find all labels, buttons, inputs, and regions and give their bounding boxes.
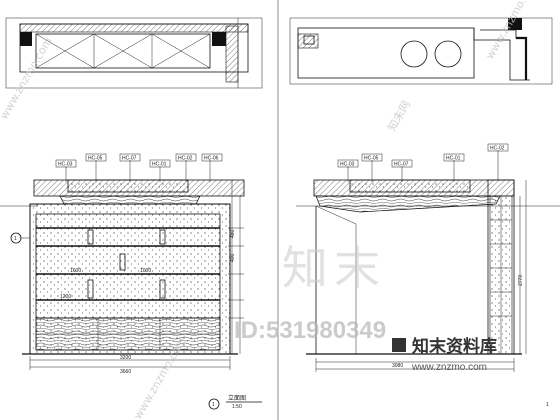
tag-label: HC-02: [490, 146, 505, 152]
watermark-big-text: 知末: [282, 241, 386, 295]
tag-label: HC-01: [152, 162, 167, 168]
watermark-diagonal-left: www.znzmo.com: [0, 35, 55, 121]
inner-dim-label: 480: [230, 229, 236, 238]
tag-label: HC-07: [122, 156, 137, 162]
top-left-plan: [5, 17, 263, 89]
tag-label: HC-05: [364, 156, 379, 162]
watermark-diagonal-top: www.znzmo.com: [483, 0, 540, 62]
brand-logo: 知末资料库 www.znzmo.com: [392, 336, 542, 382]
right-title-marker: 1: [546, 402, 549, 408]
tag-label: HC-05: [88, 156, 103, 162]
tag-label: HC-06: [204, 156, 219, 162]
top-right-plan: [289, 17, 553, 85]
left-dim-outer: 3660: [120, 369, 131, 375]
left-elevation: [10, 179, 245, 370]
tag-label: HC-01: [446, 156, 461, 162]
brand-logo-mark: [392, 338, 406, 352]
right-tag-leaders: [347, 150, 499, 182]
drawing-title-block: 1 立面图 1:50 1: [208, 394, 549, 410]
section-marker-number: 1: [14, 236, 17, 242]
tag-label: HC-03: [58, 162, 73, 168]
tag-labels-right: HC-03 HC-05 HC-07 HC-01 HC-02: [337, 143, 509, 168]
watermark-stamp-text: 知末网: [384, 98, 413, 134]
right-elevation: [306, 179, 527, 372]
drawing-title: 立面图: [228, 394, 246, 402]
drawing-scale: 1:50: [232, 404, 242, 410]
inner-dim-label: 1000: [140, 268, 151, 274]
right-dim-height: 2770: [518, 275, 524, 286]
right-dim-bottom: 3080: [392, 363, 403, 369]
left-dim-inner: 3200: [120, 355, 131, 361]
inner-dim-label: 400: [230, 253, 236, 262]
brand-name: 知末资料库: [411, 336, 497, 357]
brand-logo-graphic: 知末资料库 www.znzmo.com: [392, 336, 497, 373]
tag-labels-left: HC-03 HC-05 HC-07 HC-01 HC-02 HC-06: [55, 153, 223, 168]
tag-label: HC-03: [340, 162, 355, 168]
brand-url: www.znzmo.com: [411, 362, 487, 373]
tag-label: HC-02: [178, 156, 193, 162]
title-marker-number: 1: [212, 402, 215, 408]
inner-dim-label: 1600: [70, 268, 81, 274]
watermark-id-text: ID:531980349: [234, 317, 386, 344]
inner-dim-label: 1200: [60, 294, 71, 300]
left-tag-leaders: [65, 160, 211, 182]
tag-label: HC-07: [394, 162, 409, 168]
